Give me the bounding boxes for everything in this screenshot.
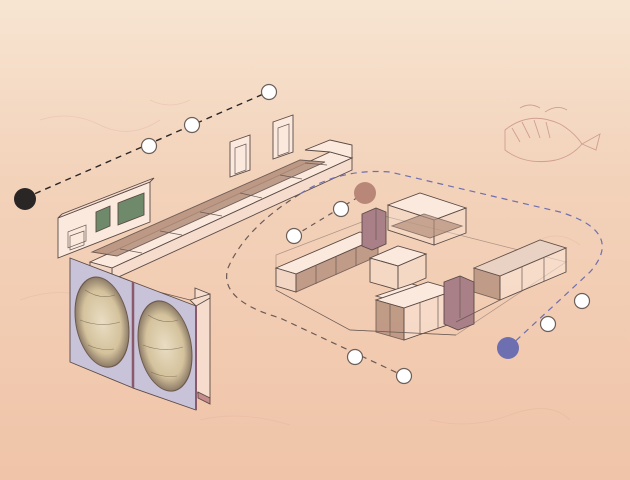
left-wing	[57, 114, 354, 301]
green-panel	[95, 205, 111, 233]
doorway	[272, 114, 294, 160]
map-wall	[69, 257, 211, 411]
circular-world-map-icon	[137, 300, 193, 392]
route-black	[14, 83, 278, 210]
waypoint-marker-icon[interactable]	[183, 116, 201, 134]
circular-world-map-icon	[74, 276, 130, 368]
waypoint-marker-icon[interactable]	[573, 292, 591, 310]
green-panel	[117, 192, 145, 226]
waypoint-marker-icon[interactable]	[346, 348, 364, 366]
waypoint-marker-icon[interactable]	[332, 200, 350, 218]
waypoint-marker-icon[interactable]	[260, 83, 278, 101]
fish-sketch-icon	[504, 104, 601, 163]
waypoint-marker-icon[interactable]	[539, 315, 557, 333]
start-marker-icon[interactable]	[354, 182, 376, 204]
start-marker-icon[interactable]	[497, 337, 519, 359]
pillar	[361, 207, 387, 251]
right-wing	[274, 192, 568, 341]
route-blue	[226, 170, 603, 385]
start-marker-icon[interactable]	[14, 188, 36, 210]
waypoint-marker-icon[interactable]	[140, 137, 158, 155]
waypoint-marker-icon[interactable]	[285, 227, 303, 245]
background-texture	[19, 99, 581, 426]
route-red	[285, 182, 376, 245]
waypoint-marker-icon[interactable]	[395, 367, 413, 385]
pillar	[443, 275, 475, 331]
doorway	[229, 134, 251, 178]
